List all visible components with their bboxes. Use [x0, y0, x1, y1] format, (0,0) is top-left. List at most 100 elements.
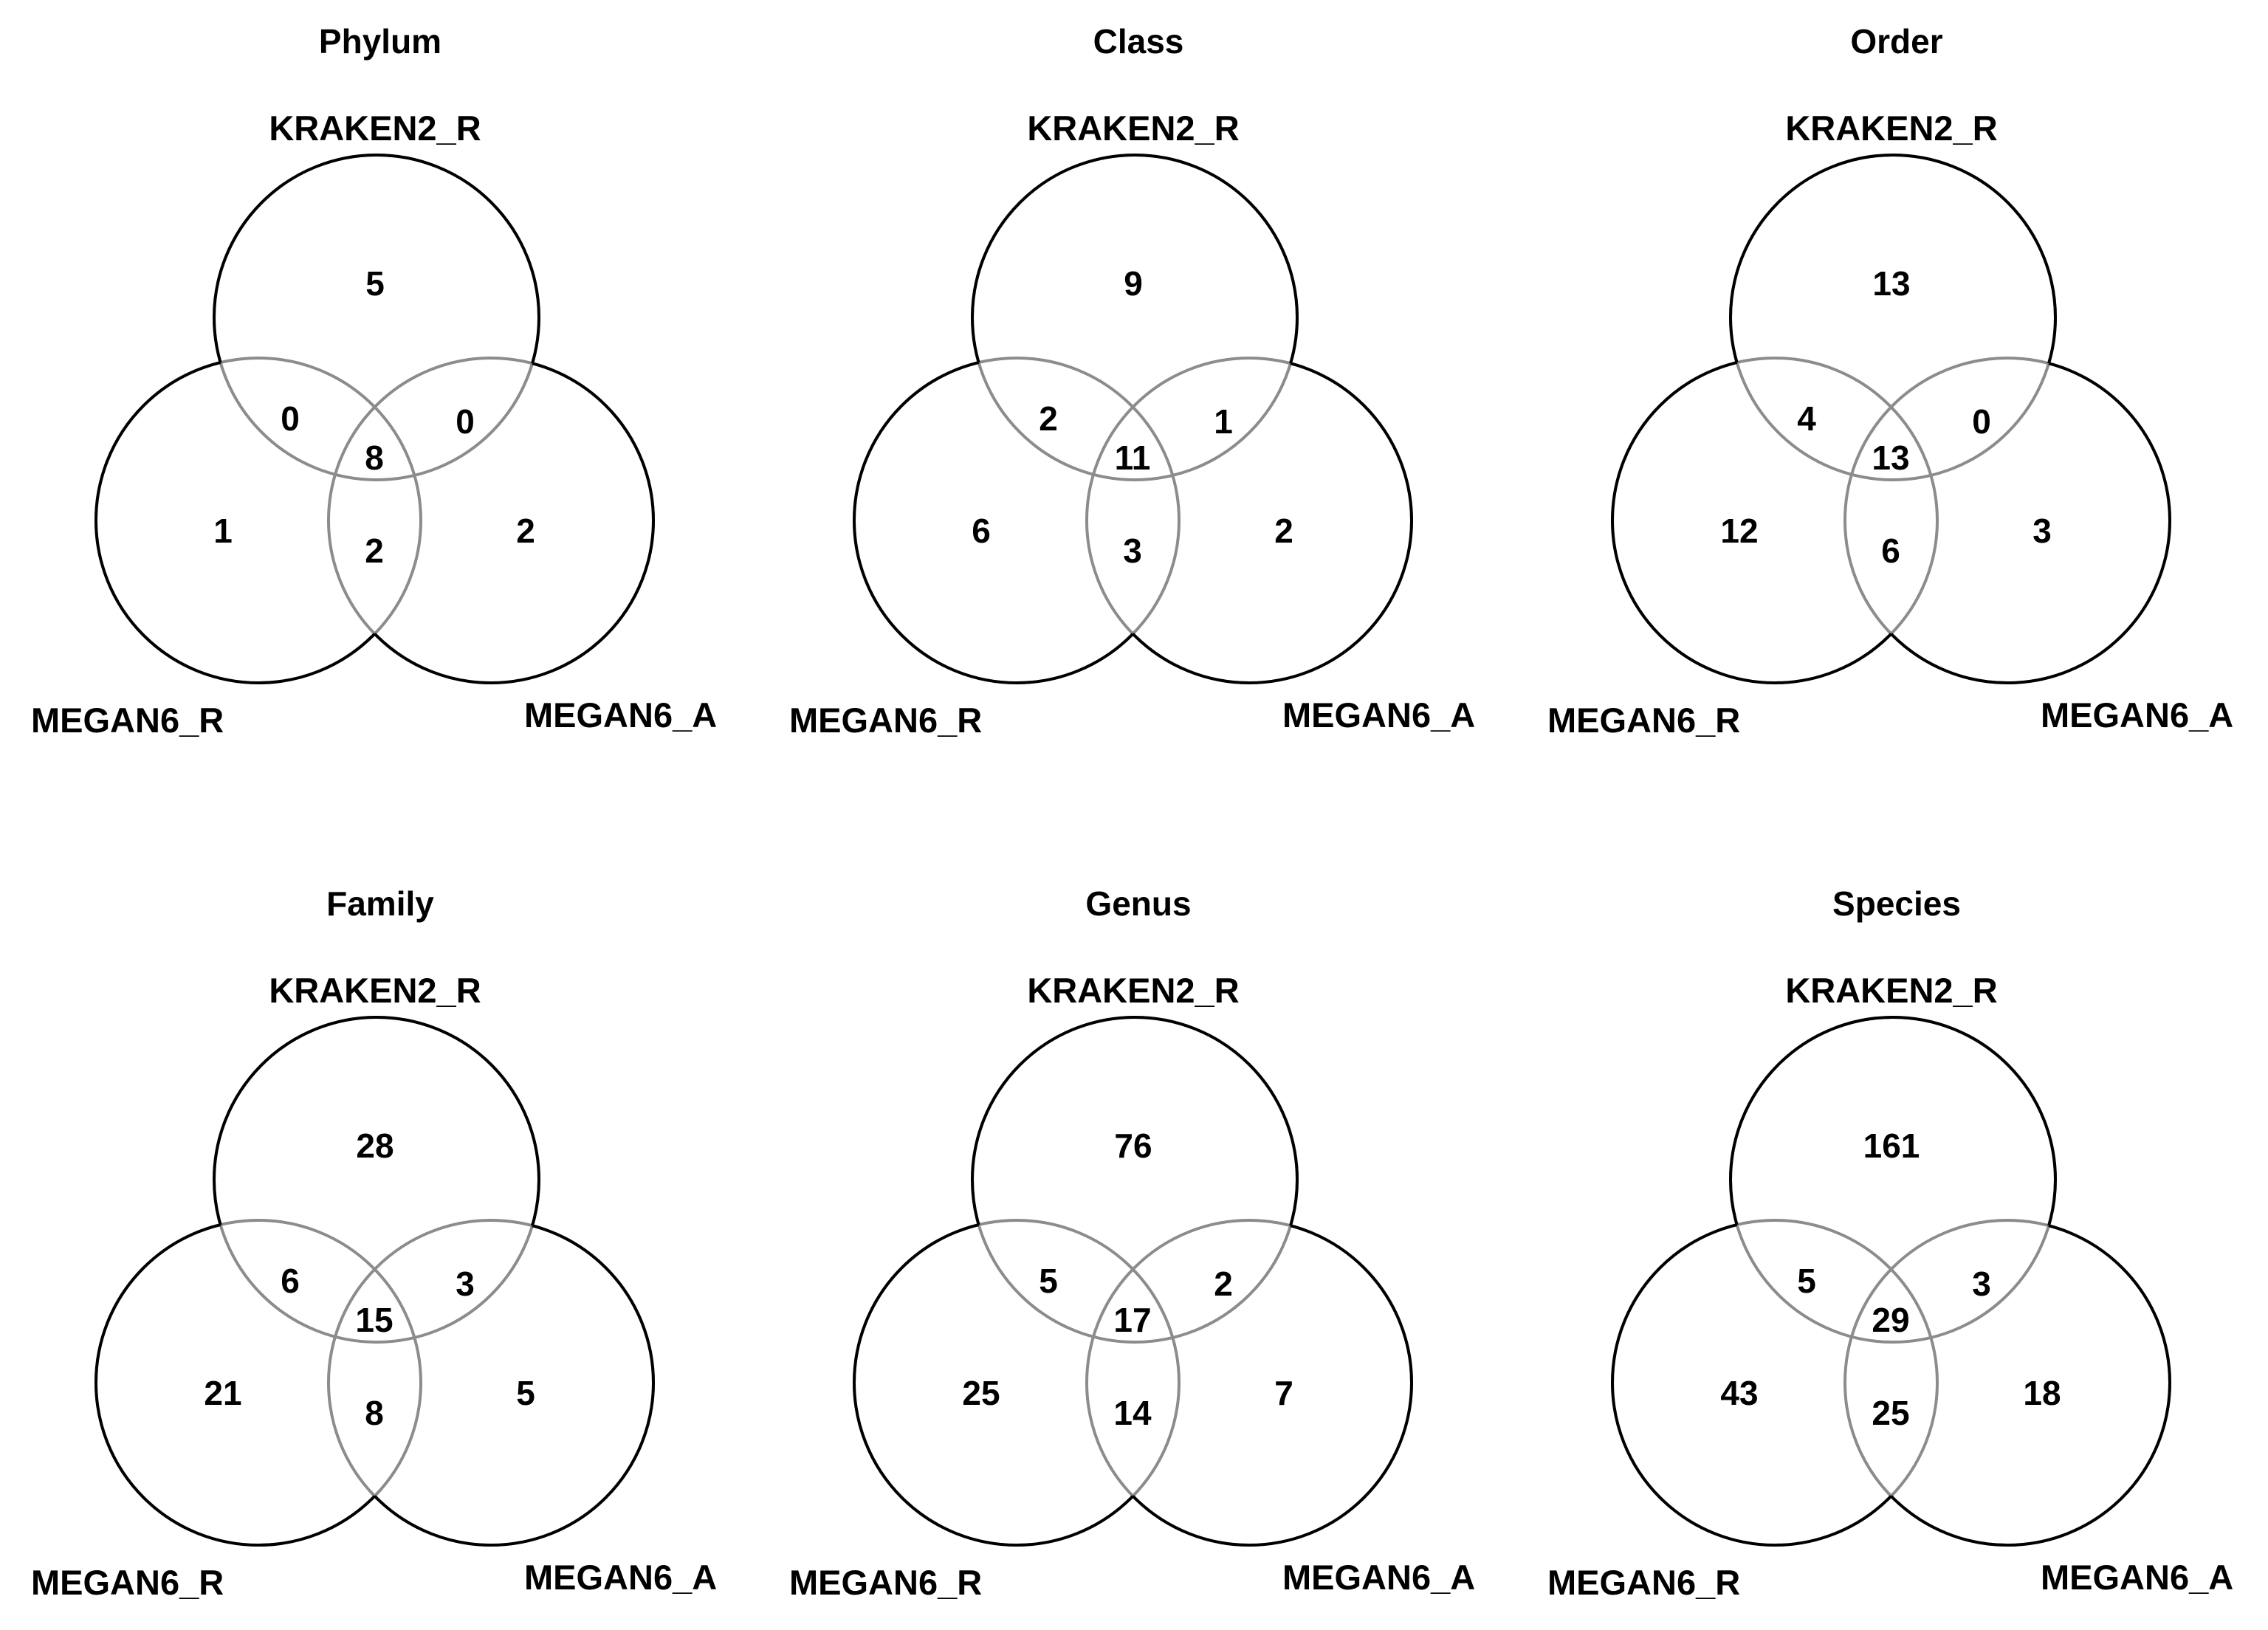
count-top-left: 6	[281, 1262, 300, 1300]
count-top-left: 2	[1039, 399, 1058, 438]
count-top-left: 4	[1797, 399, 1816, 438]
set-label-left: MEGAN6_R	[789, 1563, 982, 1602]
set-label-top: KRAKEN2_R	[269, 971, 481, 1010]
count-top-right: 2	[1214, 1265, 1233, 1303]
count-right-only: 18	[2023, 1374, 2061, 1412]
count-top-only: 13	[1872, 264, 1910, 303]
set-label-top: KRAKEN2_R	[1785, 109, 1997, 148]
count-left-right: 6	[1881, 532, 1900, 570]
venn-circle-left	[94, 1219, 422, 1547]
count-left-right: 14	[1113, 1394, 1152, 1432]
set-label-top: KRAKEN2_R	[1027, 109, 1239, 148]
count-all: 8	[365, 439, 384, 477]
count-all: 29	[1872, 1301, 1909, 1339]
count-top-right: 0	[1972, 402, 1991, 441]
venn-circle-left-inner	[853, 357, 1181, 684]
venn-circle-left	[1611, 1219, 1939, 1547]
set-label-left: MEGAN6_R	[31, 1563, 224, 1602]
venn-circle-right	[1085, 1219, 1413, 1547]
count-left-right: 8	[365, 1394, 384, 1432]
count-right-only: 2	[1274, 512, 1293, 550]
venn-circle-left	[94, 357, 422, 684]
set-label-left: MEGAN6_R	[1547, 701, 1740, 740]
panel-title: Order	[1850, 22, 1942, 61]
venn-circle-top-inner	[971, 1016, 1299, 1344]
venn-circle-top	[213, 154, 540, 481]
panel-title: Species	[1832, 884, 1961, 923]
count-top-right: 3	[456, 1265, 475, 1303]
count-all: 11	[1115, 439, 1151, 477]
count-all: 13	[1872, 439, 1909, 477]
count-top-left: 5	[1039, 1262, 1058, 1300]
venn-circle-right-inner	[1085, 357, 1413, 684]
count-top-only: 76	[1114, 1127, 1152, 1165]
set-label-right: MEGAN6_A	[524, 1558, 717, 1597]
venn-circle-top	[213, 1016, 540, 1344]
set-label-left: MEGAN6_R	[1547, 1563, 1740, 1602]
venn-circle-top-inner	[213, 154, 540, 481]
count-right-only: 3	[2032, 512, 2052, 550]
venn-circle-right	[1085, 357, 1413, 684]
count-left-right: 3	[1123, 532, 1142, 570]
set-label-right: MEGAN6_A	[2041, 695, 2233, 735]
venn-circle-left-inner	[1611, 357, 1939, 684]
count-top-left: 0	[281, 399, 300, 438]
venn-circle-left	[853, 1219, 1181, 1547]
venn-circle-top-inner	[971, 154, 1299, 481]
venn-circle-right	[327, 357, 655, 684]
count-left-right: 25	[1872, 1394, 1909, 1432]
count-top-right: 3	[1972, 1265, 1991, 1303]
set-label-top: KRAKEN2_R	[269, 109, 481, 148]
venn-circle-right-inner	[327, 357, 655, 684]
venn-circle-left	[853, 357, 1181, 684]
panel-title: Class	[1093, 22, 1184, 61]
venn-circle-left-inner	[94, 1219, 422, 1547]
venn-circle-right-inner	[1843, 357, 2171, 684]
venn-circle-right-inner	[1843, 1219, 2171, 1547]
venn-circle-left-inner	[853, 1219, 1181, 1547]
panel-title: Family	[326, 884, 434, 923]
venn-circle-right	[1843, 1219, 2171, 1547]
venn-circle-right-inner	[1085, 1219, 1413, 1547]
set-label-top: KRAKEN2_R	[1785, 971, 1997, 1010]
count-top-right: 1	[1214, 402, 1233, 441]
count-left-only: 21	[204, 1374, 241, 1412]
set-label-right: MEGAN6_A	[2041, 1558, 2233, 1597]
venn-circle-right-inner	[327, 1219, 655, 1547]
count-top-only: 161	[1863, 1127, 1920, 1165]
count-top-right: 0	[456, 402, 475, 441]
set-label-left: MEGAN6_R	[789, 701, 982, 740]
venn-circle-top-inner	[1729, 1016, 2057, 1344]
count-all: 17	[1113, 1301, 1151, 1339]
venn-circle-left-inner	[94, 357, 422, 684]
count-right-only: 2	[516, 512, 535, 550]
panel-title: Phylum	[319, 22, 441, 61]
count-right-only: 7	[1274, 1374, 1293, 1412]
venn-circle-right	[1843, 357, 2171, 684]
count-top-only: 9	[1124, 264, 1143, 303]
venn-circle-top	[971, 1016, 1299, 1344]
set-label-right: MEGAN6_A	[1282, 695, 1475, 735]
venn-circle-left-inner	[1611, 1219, 1939, 1547]
venn-circle-left	[1611, 357, 1939, 684]
count-top-left: 5	[1797, 1262, 1816, 1300]
count-left-only: 25	[962, 1374, 1000, 1412]
venn-circle-top-inner	[1729, 154, 2057, 481]
count-right-only: 5	[516, 1374, 535, 1412]
set-label-right: MEGAN6_A	[524, 695, 717, 735]
count-left-right: 2	[365, 532, 384, 570]
count-left-only: 1	[213, 512, 233, 550]
set-label-left: MEGAN6_R	[31, 701, 224, 740]
venn-circle-top	[1729, 1016, 2057, 1344]
count-top-only: 5	[365, 264, 385, 303]
venn-circle-top-inner	[213, 1016, 540, 1344]
count-all: 15	[355, 1301, 393, 1339]
panel-title: Genus	[1085, 884, 1191, 923]
